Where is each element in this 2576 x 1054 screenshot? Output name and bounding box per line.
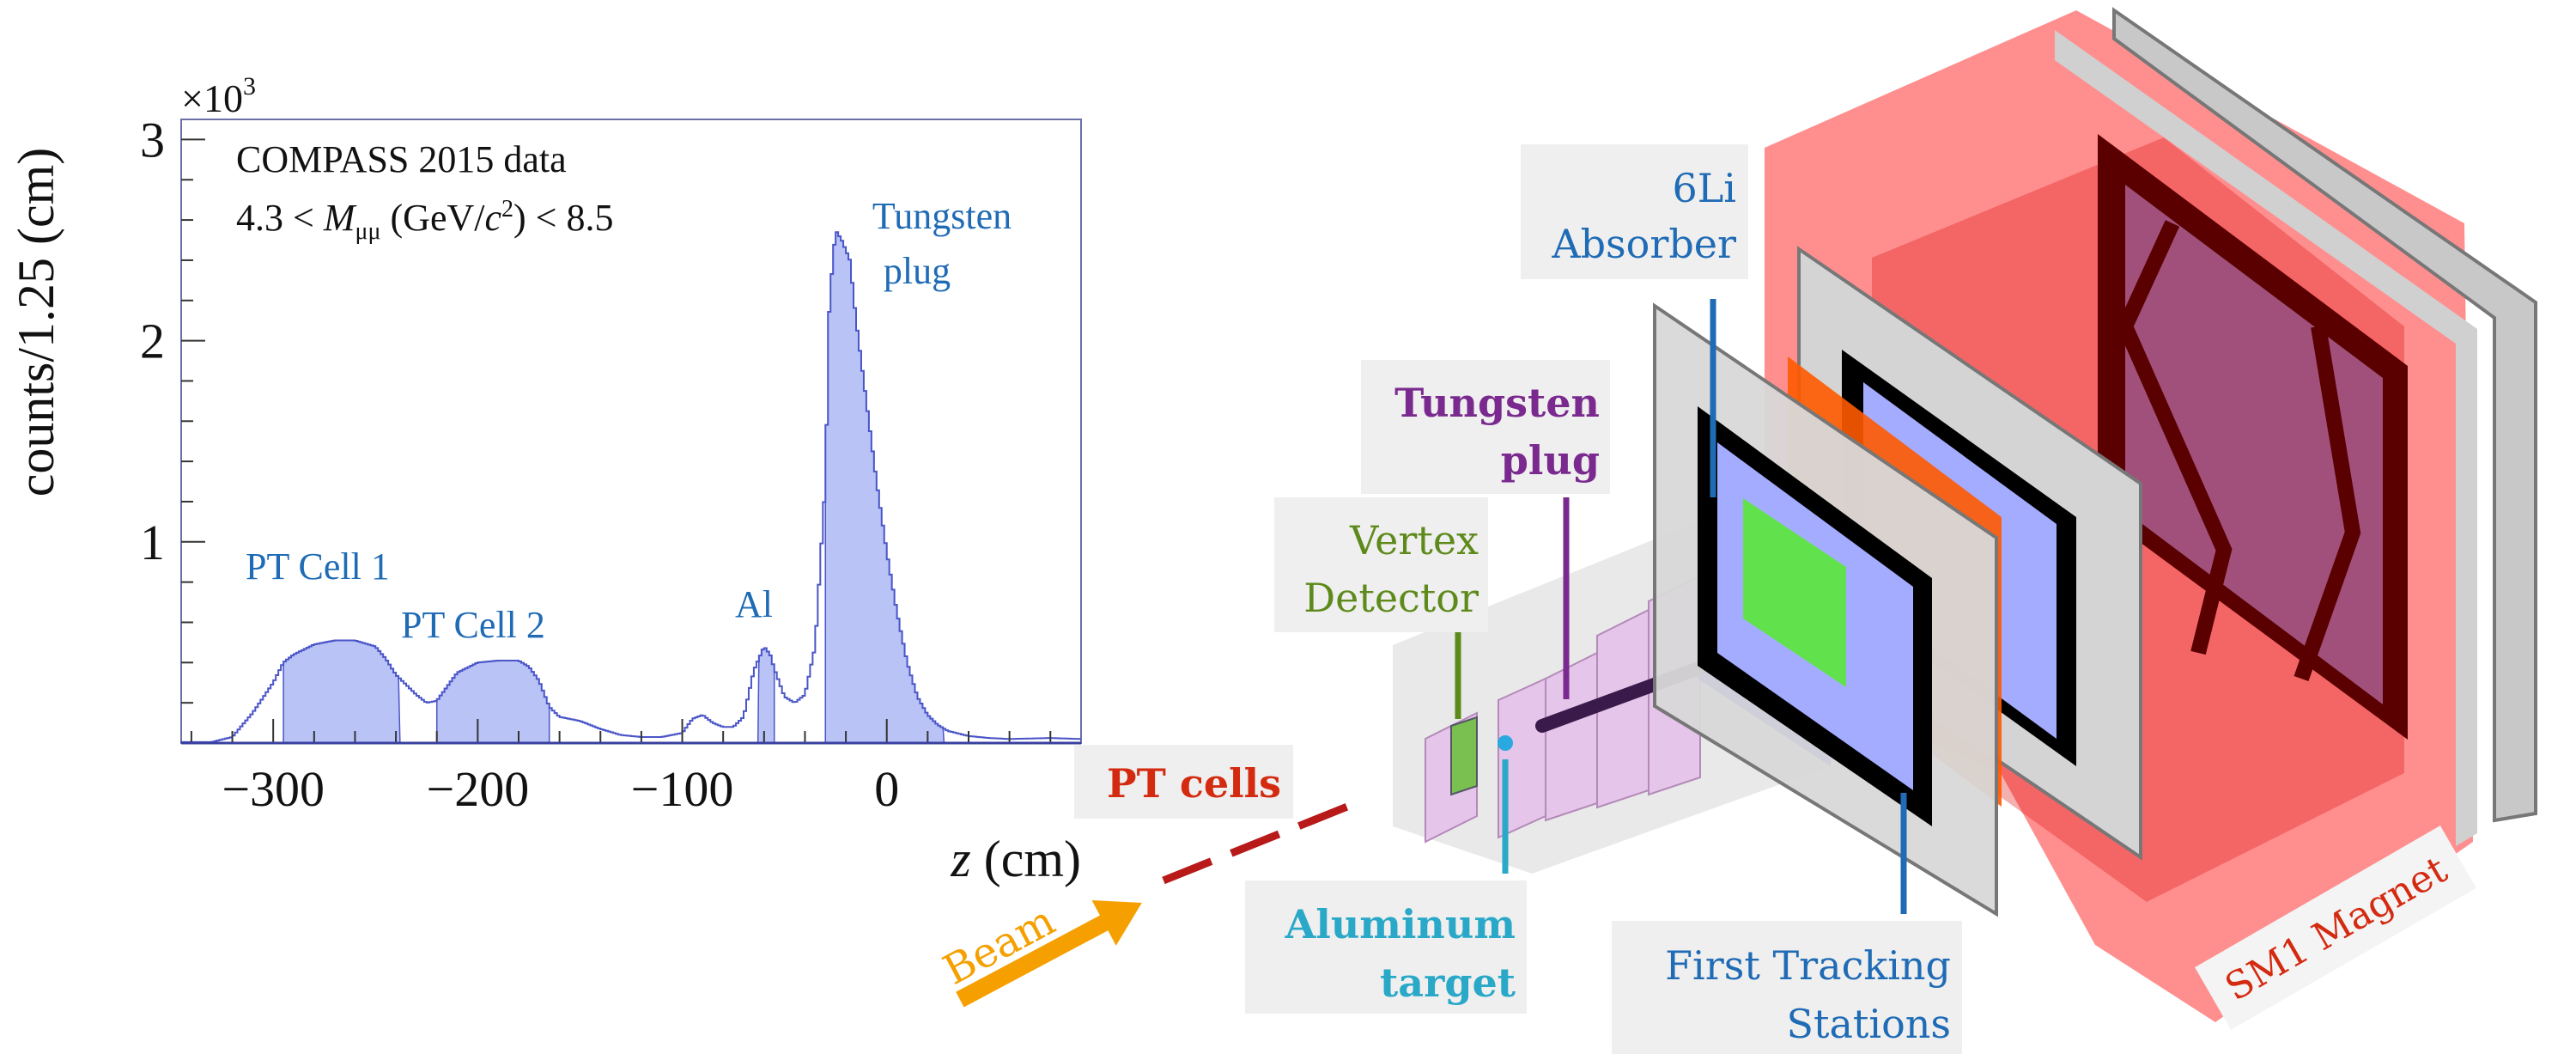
legend: COMPASS 2015 data 4.3 < Mμμ (GeV/c2) < 8… xyxy=(236,138,613,245)
y-axis-label: counts/1.25 (cm) xyxy=(8,148,64,497)
label-li-2: Absorber xyxy=(1551,221,1736,267)
y-tick-label: 3 xyxy=(140,112,165,168)
label-tracking-1: First Tracking xyxy=(1665,942,1951,989)
x-tick-label: −100 xyxy=(631,761,734,817)
x-tick-labels: −300 −200 −100 0 xyxy=(222,761,899,817)
absorber-block xyxy=(1545,651,1598,822)
x-tick-label: 0 xyxy=(874,761,899,817)
magnet-window xyxy=(2125,185,2383,704)
label-boxes xyxy=(1074,144,1962,1054)
x-tick-label: −200 xyxy=(427,761,530,817)
label-vertex-2: Detector xyxy=(1303,575,1479,621)
annotation-pt-cell-2: PT Cell 2 xyxy=(401,604,545,646)
legend-dataset: COMPASS 2015 data xyxy=(236,138,567,180)
label-box xyxy=(1074,745,1293,819)
label-pt-cells: PT cells xyxy=(1107,760,1281,807)
y-tick-label: 1 xyxy=(140,515,165,570)
label-tungsten-2: plug xyxy=(1501,437,1600,484)
beam-line xyxy=(1162,799,1358,885)
annotation-pt-cell-1: PT Cell 1 xyxy=(246,545,390,588)
label-tracking-2: Stations xyxy=(1786,1001,1951,1047)
label-vertex-1: Vertex xyxy=(1349,517,1479,564)
label-box xyxy=(1245,880,1527,1014)
annotation-tungsten: Tungsten xyxy=(872,195,1012,237)
diagram-labels: 6Li Absorber Tungsten plug Vertex Detect… xyxy=(1107,165,1951,1047)
label-box xyxy=(1612,921,1962,1054)
beam-arrow-icon xyxy=(956,899,1142,1008)
back-plate-1 xyxy=(2055,30,2477,846)
label-box xyxy=(1521,144,1748,279)
aluminum-target xyxy=(1498,735,1513,751)
label-li-1: 6Li xyxy=(1672,165,1736,211)
x-axis-label: z (cm) xyxy=(950,831,1081,887)
label-box xyxy=(2195,826,2476,1030)
magnet-window-strut xyxy=(2117,220,2233,655)
y-tick-labels: 1 2 3 xyxy=(140,112,165,570)
peak-annotations: PT Cell 1 PT Cell 2 Al Tungsten plug xyxy=(246,195,1012,646)
legend-mass-cut: 4.3 < Mμμ (GeV/c2) < 8.5 xyxy=(236,196,613,245)
tracking-green-plane xyxy=(1743,498,1846,687)
label-box xyxy=(1274,497,1488,632)
label-aluminum-1: Aluminum xyxy=(1285,901,1516,947)
magnet-window-strut xyxy=(2293,325,2361,681)
annotation-plug: plug xyxy=(884,250,951,292)
plot-frame xyxy=(180,119,1082,744)
histogram-line xyxy=(180,231,1081,743)
axis-ticks xyxy=(181,138,1052,743)
vertex-detector xyxy=(1450,716,1478,796)
y-tick-label: 2 xyxy=(140,314,165,369)
label-tungsten-1: Tungsten xyxy=(1394,380,1600,426)
y-multiplier: ×103 xyxy=(181,72,256,120)
label-aluminum-2: target xyxy=(1380,960,1516,1006)
detector-diagram: 6Li Absorber Tungsten plug Vertex Detect… xyxy=(936,7,2537,1054)
histogram-chart: −300 −200 −100 0 1 2 3 ×103 counts/1.25 … xyxy=(8,72,1082,887)
annotation-al: Al xyxy=(735,583,773,625)
back-plate-2 xyxy=(2112,7,2537,823)
x-tick-label: −300 xyxy=(222,761,325,817)
label-box xyxy=(1361,360,1610,494)
